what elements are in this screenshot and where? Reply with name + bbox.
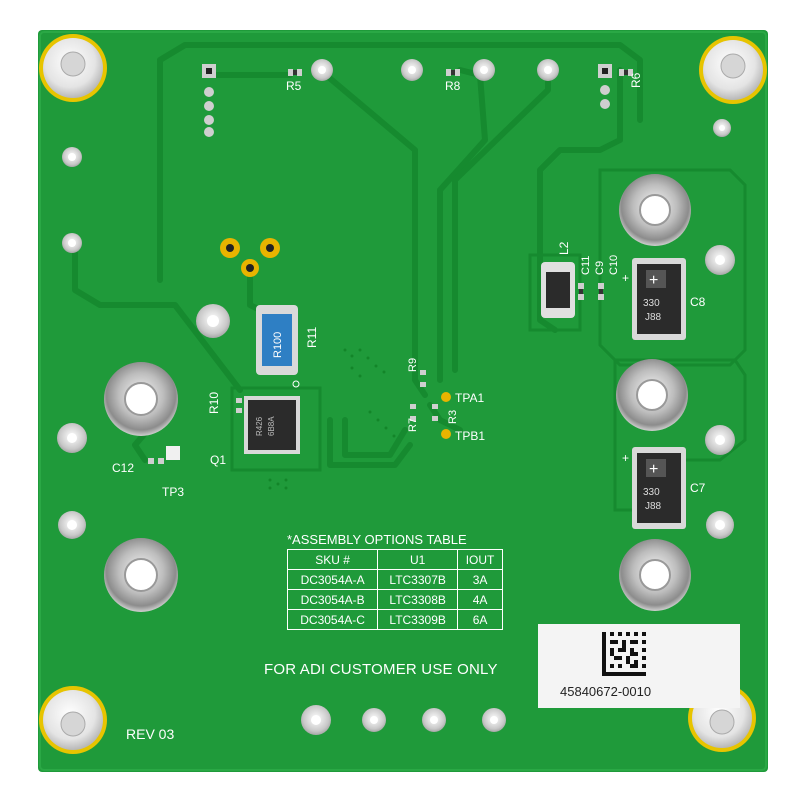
via-field [268, 348, 396, 490]
customer-use-notice: FOR ADI CUSTOMER USE ONLY [264, 661, 498, 678]
table-row: DC3054A-B LTC3308B 4A [286, 589, 503, 610]
assembly-options-table: SKU # U1 IOUT DC3054A-A LTC3307B 3A DC30… [286, 549, 503, 630]
label-q1: Q1 [210, 453, 226, 467]
standoff-bottom-left [39, 686, 107, 754]
table-header-cell: IOUT [457, 549, 503, 570]
c7-code: J88 [645, 501, 662, 512]
label-r5: R5 [286, 79, 302, 93]
svg-text:+: + [622, 451, 629, 465]
label-c7: C7 [690, 481, 706, 495]
label-tp3: TP3 [162, 485, 184, 499]
label-r7: R7 [407, 418, 419, 432]
standoff-top-right [699, 36, 767, 104]
svg-text:+: + [649, 461, 658, 478]
gold-pads [220, 238, 280, 277]
label-c8: C8 [690, 295, 706, 309]
table-cell: DC3054A-C [286, 609, 379, 630]
table-cell: 3A [457, 569, 503, 590]
label-r8: R8 [445, 79, 461, 93]
terminal-right-top [619, 174, 691, 246]
label-c12: C12 [112, 461, 134, 475]
datamatrix-code-icon [602, 632, 646, 676]
q1-chip: R426 6B8A [244, 380, 300, 454]
tp-pads [148, 392, 451, 464]
table-cell: 6A [457, 609, 503, 630]
copper-pours [230, 168, 747, 512]
r100-resistor: R100 [256, 305, 298, 375]
header-pins-left [202, 64, 216, 137]
table-cell: DC3054A-A [286, 569, 379, 590]
table-cell: LTC3307B [377, 569, 459, 590]
c8-marking: 330 [643, 298, 660, 309]
label-c10: C10 [608, 255, 620, 275]
table-cell: DC3054A-B [286, 589, 379, 610]
c8-capacitor: + 330 J88 [632, 258, 686, 340]
svg-text:+: + [649, 272, 658, 289]
table-row: DC3054A-A LTC3307B 3A [286, 569, 503, 590]
terminal-right-bottom [619, 539, 691, 611]
label-r11: R11 [305, 327, 319, 348]
label-c11: C11 [580, 256, 592, 275]
label-tpb1: TPB1 [455, 429, 485, 443]
smd-pads-center [236, 370, 438, 421]
terminal-left-bottom [104, 538, 178, 612]
label-c9: C9 [594, 261, 606, 275]
caps-c9-c11 [578, 283, 604, 300]
c8-code: J88 [645, 312, 662, 323]
table-cell: LTC3309B [377, 609, 459, 630]
r100-label: R100 [272, 332, 284, 358]
terminal-left-top [104, 362, 178, 436]
c7-marking: 330 [643, 487, 660, 498]
table-header-row: SKU # U1 IOUT [286, 549, 503, 570]
serial-label-sticker: 45840672-0010 [538, 624, 740, 708]
table-cell: 4A [457, 589, 503, 610]
serial-number: 45840672-0010 [560, 684, 652, 699]
assembly-table-title: *ASSEMBLY OPTIONS TABLE [287, 532, 467, 547]
q1-marking-2: 6B8A [267, 416, 276, 436]
label-r6: R6 [629, 72, 643, 88]
c7-capacitor: + 330 J88 [632, 447, 686, 529]
label-r3: R3 [447, 410, 459, 424]
label-tpa1: TPA1 [455, 391, 484, 405]
solder-mask [38, 30, 768, 772]
q1-marking-1: R426 [255, 416, 264, 436]
smd-pads-top [288, 69, 633, 76]
table-row: DC3054A-C LTC3309B 6A [286, 609, 503, 630]
header-pins-right [598, 64, 612, 109]
terminal-right-middle [616, 359, 688, 431]
label-l2: L2 [557, 241, 571, 255]
svg-text:+: + [622, 271, 629, 285]
table-header-cell: SKU # [286, 549, 379, 570]
standoff-top-left [39, 34, 107, 102]
table-header-cell: U1 [377, 549, 459, 570]
l2-inductor [541, 262, 575, 318]
table-cell: LTC3308B [377, 589, 459, 610]
label-r9: R9 [407, 358, 419, 372]
revision-label: REV 03 [126, 726, 175, 742]
label-r10: R10 [207, 392, 221, 414]
vias-medium [57, 59, 735, 735]
